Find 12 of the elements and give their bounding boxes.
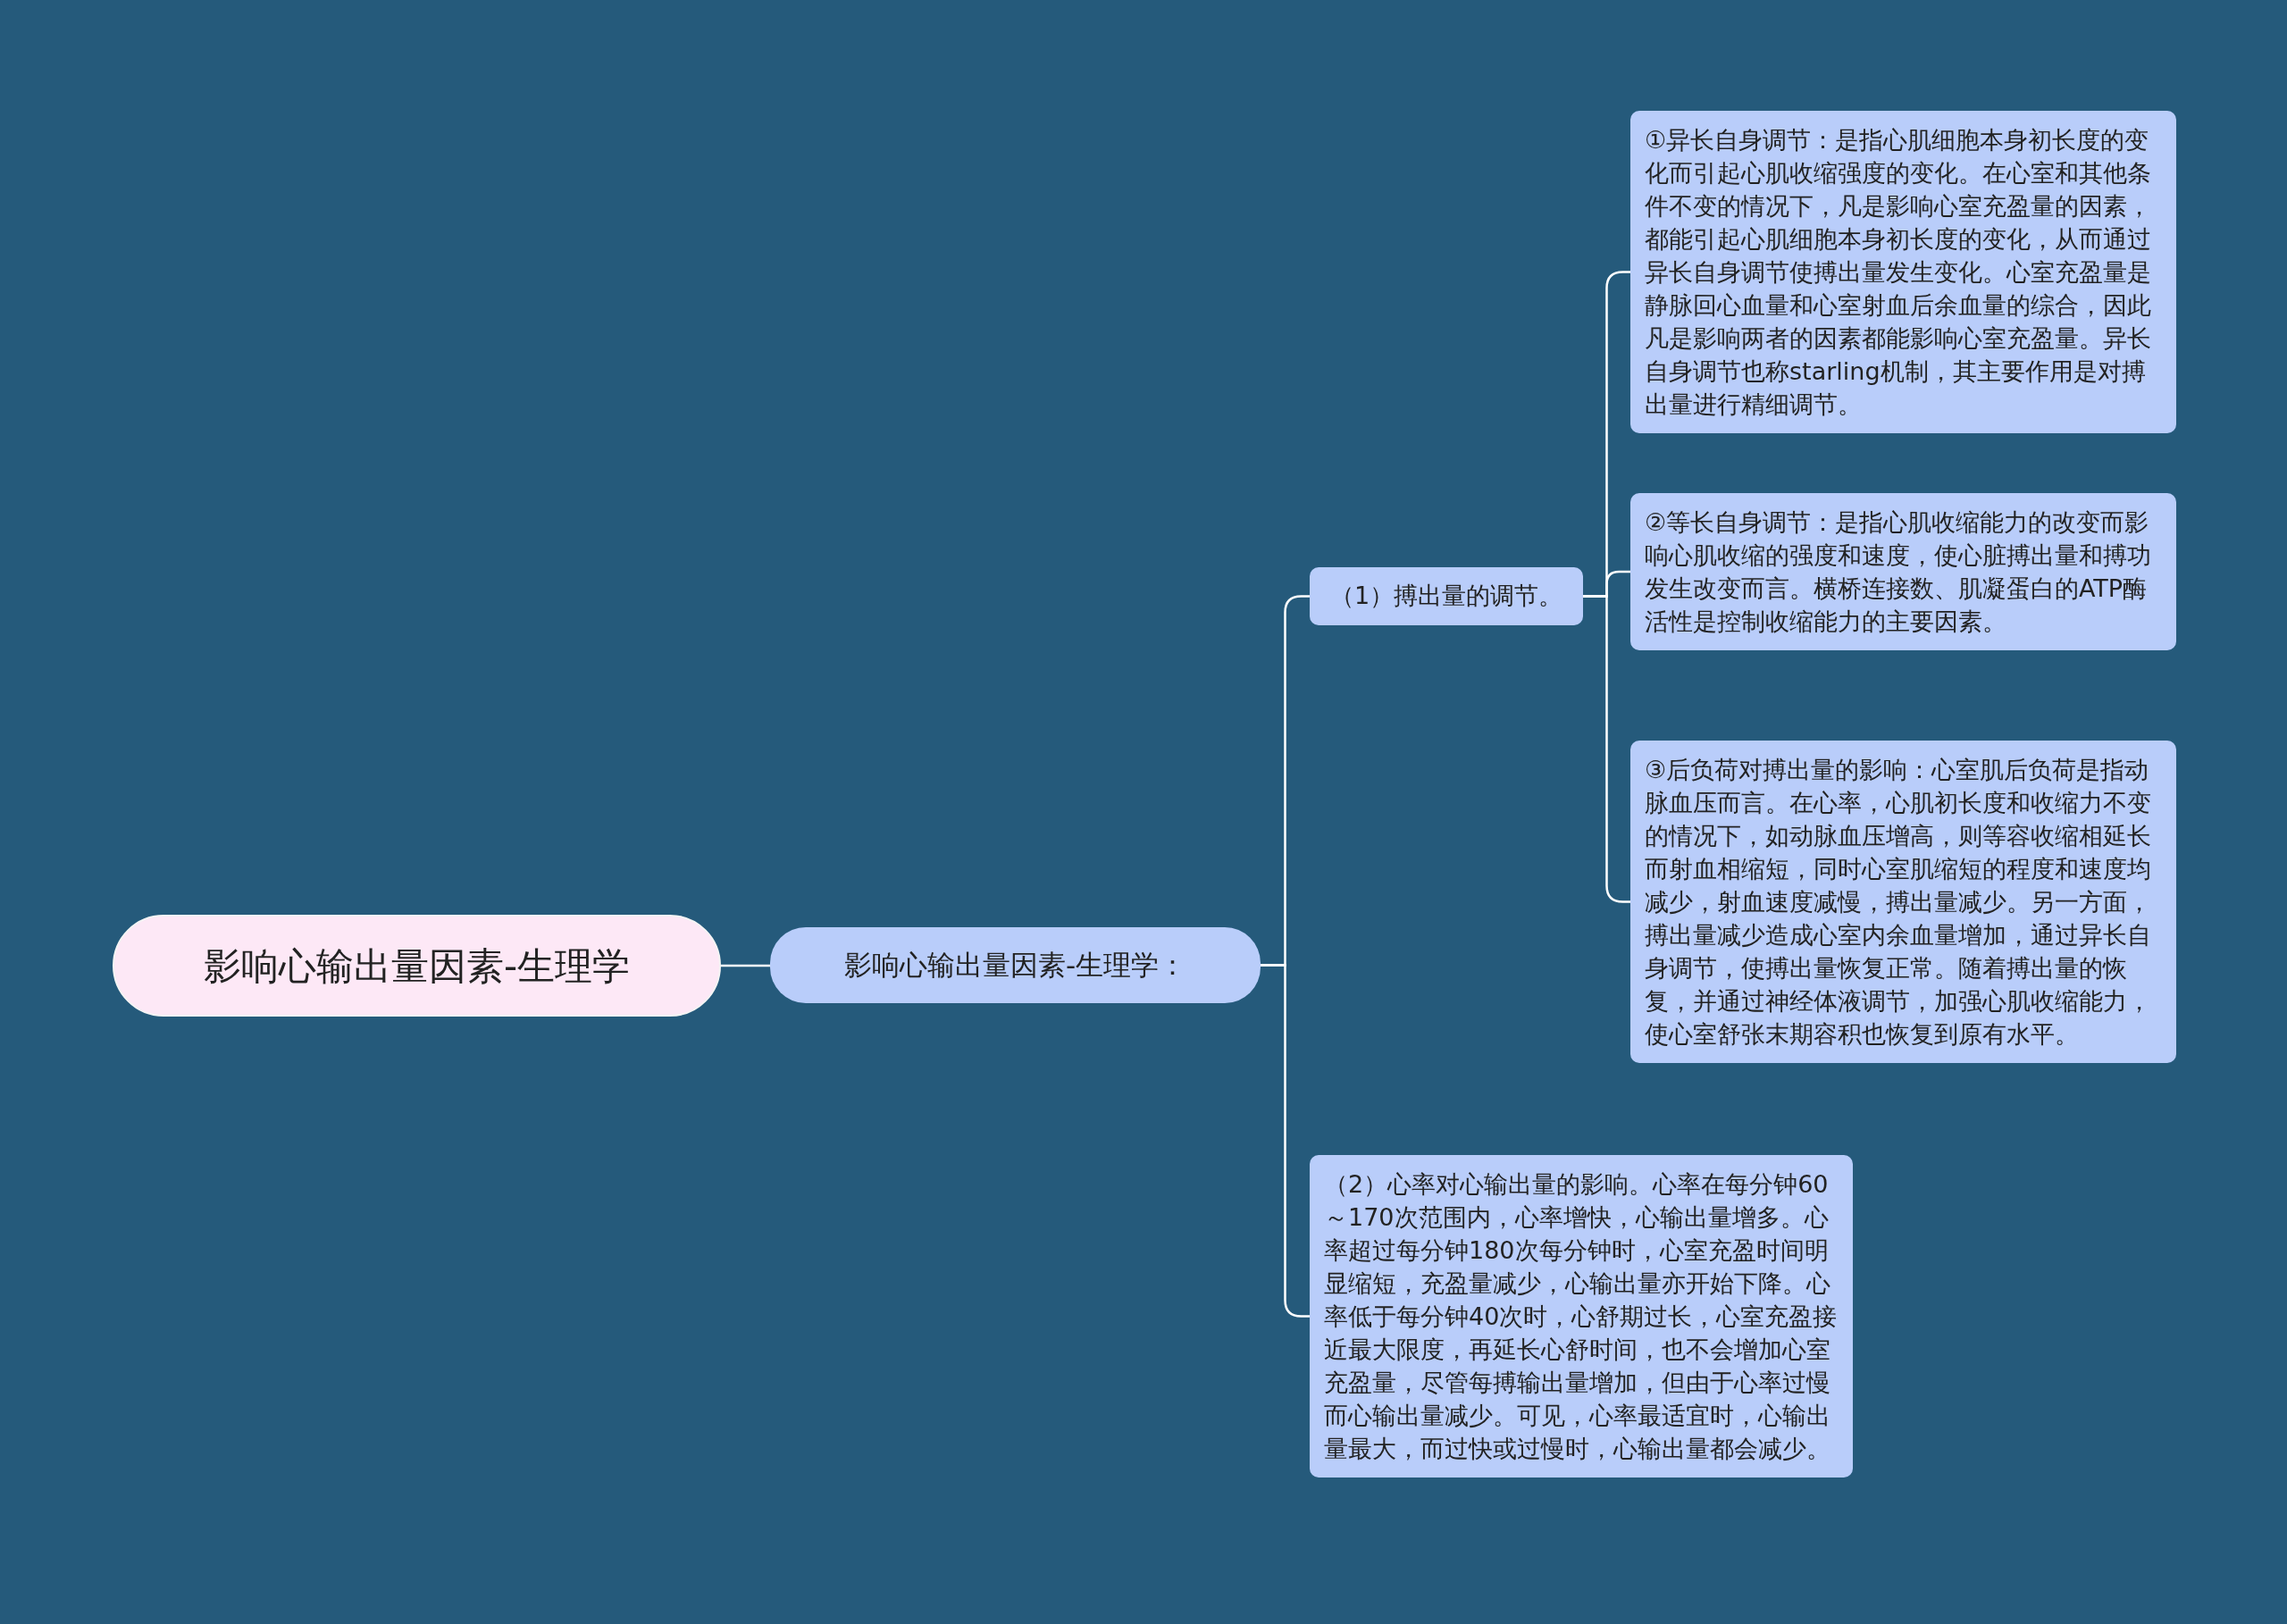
connector-line <box>721 964 770 967</box>
topic-text: （1）搏出量的调节。 <box>1329 581 1563 612</box>
topic-text: 影响心输出量因素-生理学： <box>843 948 1187 984</box>
topic-text: （2）心率对心输出量的影响。心率在每分钟60～170次范围内，心率增快，心输出量增多。心率超过每分钟180次每分钟时，心室充盈时间明显缩短，充盈量减少，心输出量亦开始下降。心率低于每分钟40次时，心舒期过长，心室充盈接近最大限度，再延长心舒时间，也不会增加心室充盈量，尽管每搏输出量增加，但由于心率过慢而心输出量减少。可见，心率最适宜时，心输出量最大，而过快或过慢时，心输出量都会减少。 <box>1324 1169 1839 1464</box>
note-box <box>1630 111 2176 433</box>
topic-text: ③后负荷对搏出量的影响：心室肌后负荷是指动脉血压而言。在心率，心肌初长度和收缩力不变的情况下，如动脉血压增高，则等容收缩相延长而射血相缩短，同时心室肌缩短的程度和速度均减少，射血速度减慢，搏出量减少。另一方面，搏出量减少造成心室内余血量增加，通过异长自身调节，使搏出量恢复正常。随着搏出量的恢复，并通过神经体液调节，加强心肌收缩能力，使心室舒张末期容积也恢复到原有水平。 <box>1645 755 2152 1050</box>
topic-text: 影响心输出量因素-生理学 <box>203 942 631 990</box>
note-box <box>1630 741 2176 1063</box>
topic-text: ②等长自身调节：是指心肌收缩能力的改变而影响心肌收缩的强度和速度，使心脏搏出量和搏功发生改变而言。横桥连接数、肌凝蛋白的ATP酶活性是控制收缩能力的主要因素。 <box>1645 507 2152 637</box>
note-box <box>1630 493 2176 650</box>
topic-text: ①异长自身调节：是指心肌细胞本身初长度的变化而引起心肌收缩强度的变化。在心室和其他条件不变的情况下，凡是影响心室充盈量的因素，都能引起心肌细胞本身初长度的变化，从而通过异长自身调节使搏出量发生变化。心室充盈量是静脉回心血量和心室射血后余血量的综合，因此凡是影响两者的因素都能影响心室充盈量。异长自身调节也称starling机制，其主要作用是对搏出量进行精细调节。 <box>1645 125 2152 420</box>
subtopic-box <box>1310 567 1583 625</box>
